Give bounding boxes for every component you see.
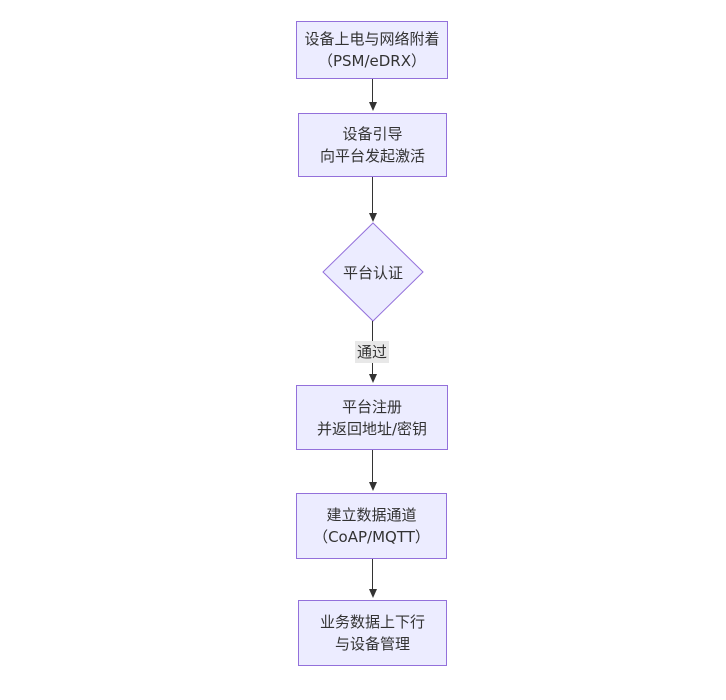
- decision-platform-auth: 平台认证: [342, 263, 403, 282]
- node-text-line: 并返回地址/密钥: [316, 419, 428, 438]
- node-text-line: （PSM/eDRX）: [317, 52, 427, 70]
- arrow-shaft: [372, 559, 373, 589]
- node-power-network-attach: 设备上电与网络附着 （PSM/eDRX）: [296, 21, 448, 79]
- node-text-line: 向平台发起激活: [319, 147, 425, 165]
- node-business-data: 业务数据上下行 与设备管理: [298, 600, 447, 666]
- arrow-down-1: [368, 79, 377, 111]
- node-text-line: 设备引导: [342, 125, 403, 143]
- edge-label-pass: 通过: [354, 341, 390, 363]
- arrow-down-2: [368, 177, 377, 222]
- arrow-shaft: [372, 79, 373, 102]
- arrowhead-icon: [368, 374, 377, 383]
- node-text-line: 设备上电与网络附着: [304, 30, 440, 48]
- node-device-bootstrap: 设备引导 向平台发起激活: [298, 113, 447, 177]
- arrow-shaft: [372, 450, 373, 482]
- node-text-line: 平台注册: [341, 397, 402, 416]
- arrow-down-5: [368, 559, 377, 598]
- node-text-line: 业务数据上下行: [319, 613, 425, 631]
- node-platform-register: 平台注册 并返回地址/密钥: [296, 385, 448, 450]
- node-data-channel: 建立数据通道 （CoAP/MQTT）: [296, 493, 447, 559]
- arrowhead-icon: [368, 213, 377, 222]
- arrowhead-icon: [368, 589, 377, 598]
- node-text-line: 建立数据通道: [326, 506, 417, 524]
- arrowhead-icon: [368, 482, 377, 491]
- arrow-down-4: [368, 450, 377, 491]
- arrowhead-icon: [368, 102, 377, 111]
- arrow-shaft: [372, 177, 373, 213]
- node-text-line: 与设备管理: [334, 635, 410, 653]
- node-text-line: （CoAP/MQTT）: [313, 528, 430, 546]
- decision-diamond-shape: [322, 222, 424, 322]
